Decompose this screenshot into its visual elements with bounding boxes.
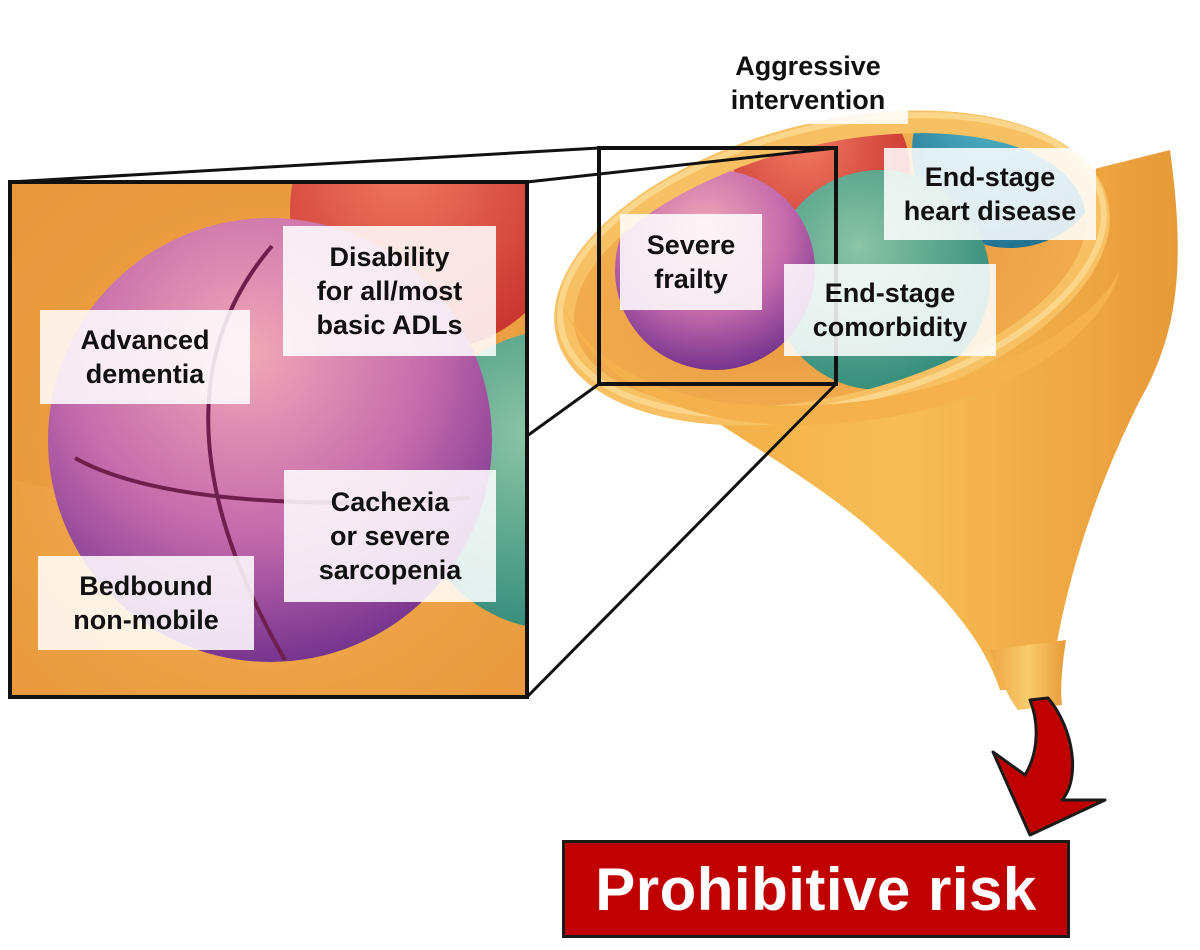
label-bedbound-line-1: Bedbound [79,571,213,601]
label-bedbound-non-mobile: Bedbound non-mobile [38,556,254,650]
funnel-spout [990,640,1066,710]
label-aggressive-intervention: Aggressive intervention [708,42,908,124]
label-bedbound-line-2: non-mobile [73,605,219,635]
label-advanced-dementia: Advanced dementia [40,310,250,404]
label-heart-line-2: heart disease [903,196,1077,226]
label-aggressive-line-2: intervention [730,85,886,115]
label-frailty-line-2: frailty [654,264,728,294]
funnel-front-lip [560,270,1120,425]
label-heart-line-1: End-stage [924,162,1056,192]
zoom-connector-top [9,146,600,184]
zoom-connector-top-right [526,146,837,184]
label-end-stage-comorbidity: End-stage comorbidity [784,264,996,356]
label-disability-line-1: Disability [329,242,450,272]
zoom-connector-bottom [525,382,838,699]
prohibitive-risk-box: Prohibitive risk [562,840,1070,938]
label-cachexia-line-3: sarcopenia [318,555,462,585]
label-cachexia-sarcopenia: Cachexia or severe sarcopenia [284,470,496,602]
label-comorbidity-line-2: comorbidity [812,312,968,342]
label-cachexia-line-2: or severe [329,521,451,551]
label-aggressive-line-1: Aggressive [735,51,881,81]
zoom-connector-mid [526,382,600,438]
label-frailty-line-1: Severe [646,230,736,260]
label-severe-frailty: Severe frailty [620,214,762,310]
funnel-rim-highlight [557,112,1107,418]
label-comorbidity-line-1: End-stage [824,278,956,308]
label-dementia-line-1: Advanced [80,325,210,355]
label-disability-line-2: for all/most [316,276,463,306]
result-arrow [991,696,1107,837]
prohibitive-risk-label: Prohibitive risk [595,855,1037,923]
zoom-panel-border [8,180,529,699]
label-dementia-line-2: dementia [85,359,205,389]
label-cachexia-line-1: Cachexia [330,487,450,517]
label-disability-adls: Disability for all/most basic ADLs [283,226,496,356]
label-disability-line-3: basic ADLs [316,310,463,340]
label-end-stage-heart-disease: End-stage heart disease [884,148,1096,240]
